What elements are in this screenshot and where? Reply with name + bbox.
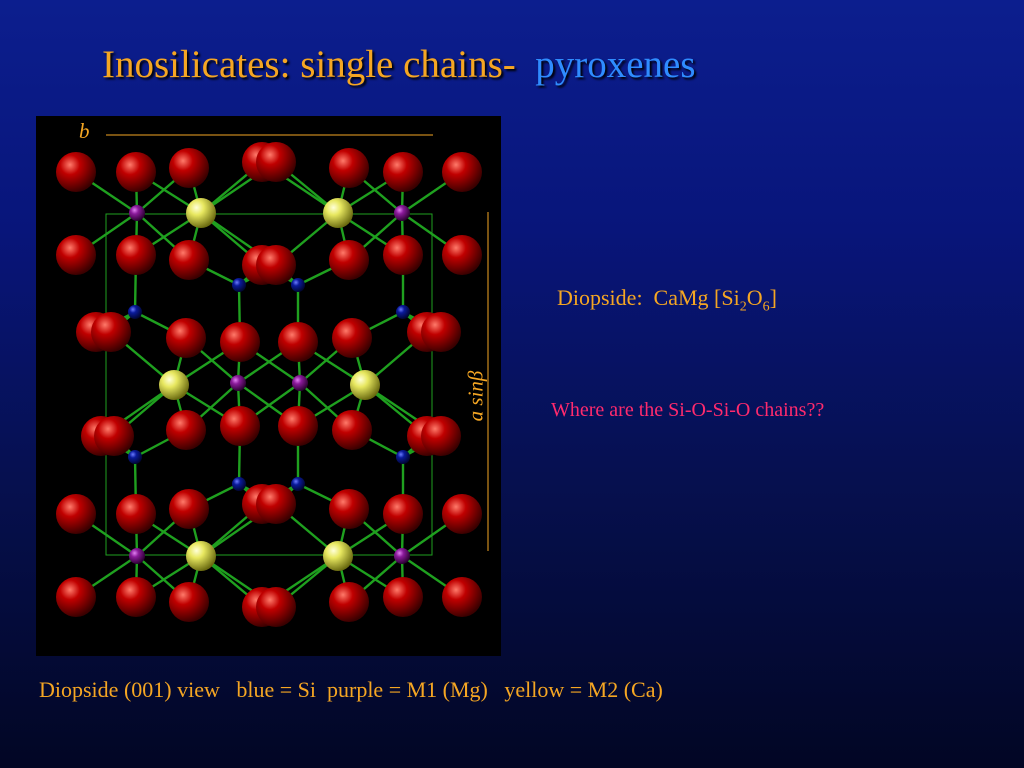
title-main: Inosilicates: single chains- <box>102 43 516 86</box>
oxygen-atom <box>166 318 206 358</box>
oxygen-atom <box>442 494 482 534</box>
formula-oxygen: O <box>746 285 763 310</box>
oxygen-atom <box>91 312 131 352</box>
oxygen-atom <box>220 406 260 446</box>
oxygen-atom <box>383 235 423 275</box>
m2-ca-atom <box>323 541 353 571</box>
diopside-formula: Diopside: CaMg [Si2O6] <box>557 285 777 315</box>
axis-a-sinbeta-label: a sinβ <box>463 370 488 422</box>
oxygen-atom <box>169 582 209 622</box>
title-highlight: pyroxenes <box>535 43 696 86</box>
si-atom <box>232 278 246 292</box>
oxygen-atom <box>442 235 482 275</box>
diopside-structure-svg <box>56 134 489 627</box>
oxygen-atom <box>116 494 156 534</box>
si-atom <box>396 305 410 319</box>
bond-network <box>74 160 464 609</box>
formula-sub-si: 2 <box>739 299 747 315</box>
si-atom <box>232 477 246 491</box>
m2-ca-atom <box>323 198 353 228</box>
oxygen-atom <box>383 152 423 192</box>
oxygen-atom <box>256 587 296 627</box>
si-atom <box>128 305 142 319</box>
formula-sub-o: 6 <box>762 299 770 315</box>
m2-ca-atom <box>186 541 216 571</box>
oxygen-atom <box>442 577 482 617</box>
oxygen-atom <box>116 152 156 192</box>
m1-mg-atom <box>129 548 145 564</box>
oxygen-atom <box>329 148 369 188</box>
oxygen-atom <box>329 240 369 280</box>
oxygen-atom <box>278 406 318 446</box>
oxygen-atom <box>166 410 206 450</box>
unit-cell-outline <box>105 213 433 556</box>
oxygen-atom <box>169 489 209 529</box>
m1-mg-atom <box>394 548 410 564</box>
m1-mg-atom <box>292 375 308 391</box>
figure-caption: Diopside (001) view blue = Si purple = M… <box>39 677 663 702</box>
oxygen-atom <box>278 322 318 362</box>
oxygen-atom <box>256 245 296 285</box>
oxygen-atom <box>116 235 156 275</box>
oxygen-atom <box>169 148 209 188</box>
oxygen-atom <box>220 322 260 362</box>
oxygen-atom <box>116 577 156 617</box>
m2-ca-atom <box>186 198 216 228</box>
oxygen-atom <box>421 312 461 352</box>
oxygen-atom <box>56 577 96 617</box>
si-atom <box>291 477 305 491</box>
oxygen-atom <box>383 577 423 617</box>
oxygen-atom <box>329 582 369 622</box>
oxygen-atom <box>332 410 372 450</box>
slide-title: Inosilicates: single chains- pyroxenes <box>102 42 696 87</box>
si-atom <box>291 278 305 292</box>
crystal-structure-figure <box>36 116 501 656</box>
oxygen-atom <box>332 318 372 358</box>
si-atom <box>128 450 142 464</box>
m2-ca-atom <box>159 370 189 400</box>
si-atom <box>396 450 410 464</box>
m2-ca-atom <box>350 370 380 400</box>
formula-suffix: ] <box>769 285 777 310</box>
oxygen-atom <box>256 484 296 524</box>
oxygen-atom <box>56 494 96 534</box>
oxygen-atom <box>56 152 96 192</box>
axis-b-label: b <box>79 119 90 143</box>
oxygen-atom <box>383 494 423 534</box>
oxygen-atom <box>94 416 134 456</box>
oxygen-atom <box>421 416 461 456</box>
oxygen-atom <box>329 489 369 529</box>
m1-mg-atom <box>129 205 145 221</box>
oxygen-atom <box>256 142 296 182</box>
formula-prefix: Diopside: CaMg [Si <box>557 285 740 310</box>
oxygen-atom <box>169 240 209 280</box>
chains-question: Where are the Si-O-Si-O chains?? <box>551 399 825 421</box>
m1-mg-atom <box>230 375 246 391</box>
m1-mg-atom <box>394 205 410 221</box>
oxygen-atom <box>56 235 96 275</box>
oxygen-atom <box>442 152 482 192</box>
